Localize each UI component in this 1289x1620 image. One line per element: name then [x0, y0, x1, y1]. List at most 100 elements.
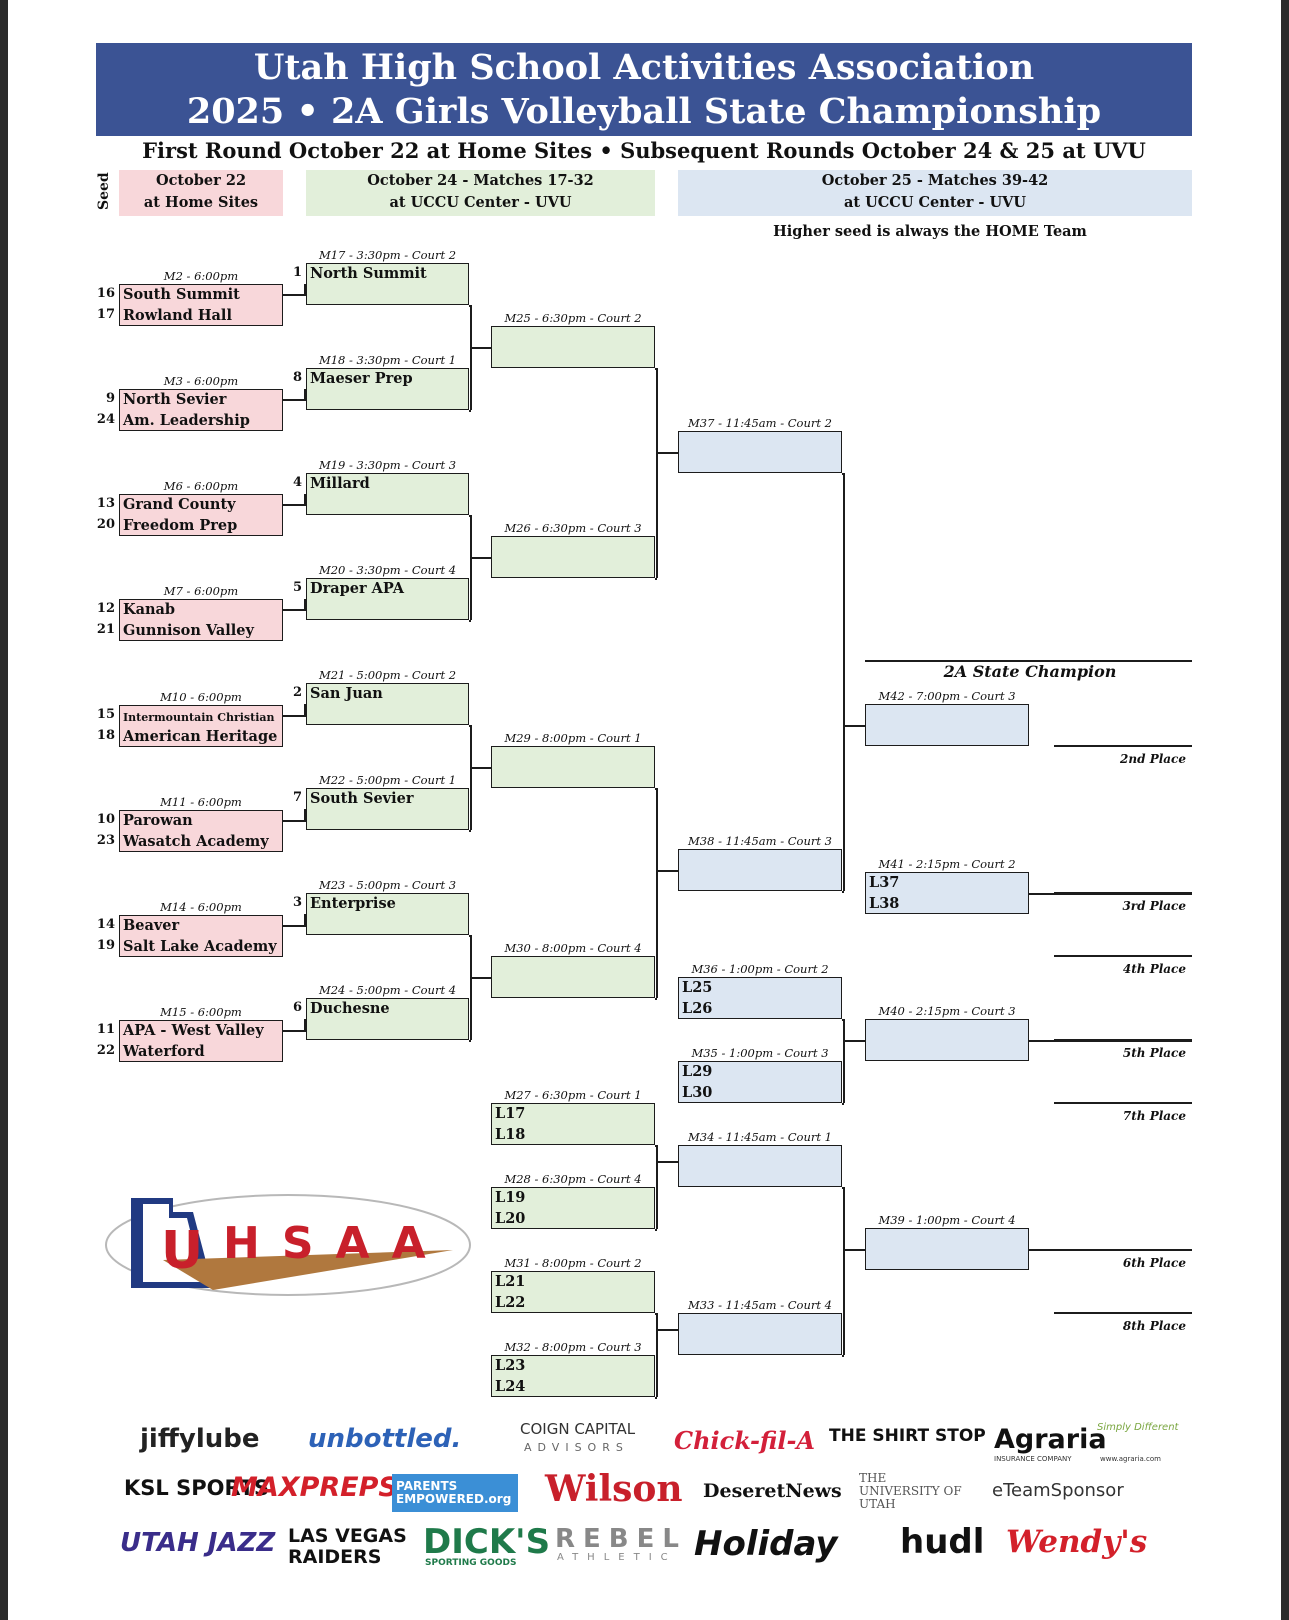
place-line [1054, 1102, 1192, 1104]
second-round-match: San Juan [306, 683, 469, 725]
match-label: M23 - 5:00pm - Court 3 [318, 878, 457, 892]
connector-line [283, 820, 306, 822]
match-label: M34 - 11:45am - Court 1 [688, 1130, 832, 1144]
team-name: L22 [495, 1294, 526, 1311]
connector-line [469, 410, 471, 412]
team-seed: 4 [292, 475, 302, 490]
match-label: M30 - 8:00pm - Court 4 [504, 941, 642, 955]
connector-line [304, 389, 306, 399]
chickfila-logo: Chick-fil-A [674, 1426, 816, 1455]
connector-line [656, 452, 678, 454]
place-label: 6th Place [1122, 1256, 1186, 1270]
agraria-tagline: Simply Different [1097, 1422, 1179, 1433]
match-label: M33 - 11:45am - Court 4 [688, 1298, 832, 1312]
connector-line [469, 830, 471, 832]
university-of-utah-logo: THE UNIVERSITY OF UTAH [859, 1471, 962, 1511]
connector-line [470, 767, 491, 769]
champion-label: 2A State Champion [943, 662, 1117, 681]
match-label: M3 - 6:00pm [163, 374, 239, 388]
place-line [1054, 955, 1192, 957]
team-name: American Heritage [123, 728, 278, 745]
place-label: 7th Place [1122, 1109, 1186, 1123]
connector-line [469, 620, 471, 622]
place-line [1054, 892, 1192, 894]
team-seed: 3 [292, 895, 302, 910]
final-match [865, 1228, 1029, 1270]
connector-line [283, 294, 306, 296]
logo-letters: HSAA [223, 1218, 448, 1269]
round2-venue: at UCCU Center - UVU [389, 194, 572, 211]
connector-line [656, 1313, 658, 1397]
second-round-match: Draper APA [306, 578, 469, 620]
round1-date: October 22 [155, 172, 247, 189]
consolation-match [678, 1145, 842, 1187]
team-name: L24 [495, 1378, 526, 1395]
dicks-logo: DICK'S [423, 1522, 551, 1562]
team-name: L21 [495, 1273, 526, 1290]
team-seed: 15 [96, 707, 115, 722]
match-label: M31 - 8:00pm - Court 2 [504, 1256, 642, 1270]
hudl-logo: hudl [900, 1522, 985, 1562]
team-seed: 6 [292, 1000, 302, 1015]
agraria-logo: Agraria [994, 1424, 1107, 1455]
second-round-match: Millard [306, 473, 469, 515]
team-seed: 22 [96, 1043, 115, 1058]
maxpreps-logo: MAXPREPS [231, 1472, 398, 1503]
team-seed: 1 [292, 265, 302, 280]
seed-column-label: Seed [96, 172, 112, 210]
champion-line [865, 660, 1192, 662]
parents-empowered-logo: PARENTS EMPOWERED.org [392, 1474, 518, 1512]
connector-line [656, 1329, 678, 1331]
team-seed: 17 [96, 307, 115, 322]
utah-jazz-logo: UTAH JAZZ [120, 1528, 276, 1558]
place-label: 3rd Place [1122, 899, 1186, 913]
connector-line [842, 1103, 844, 1105]
connector-line [843, 1187, 845, 1355]
match-label: M17 - 3:30pm - Court 2 [318, 248, 457, 262]
team-seed: 9 [105, 391, 115, 406]
match-label: M15 - 6:00pm [160, 1005, 242, 1019]
dicks-subtitle: SPORTING GOODS [425, 1558, 517, 1568]
round1-header: October 22 at Home Sites [119, 170, 283, 216]
match-label: M40 - 2:15pm - Court 3 [878, 1004, 1016, 1018]
raiders-logo: LAS VEGAS RAIDERS [288, 1525, 407, 1568]
team-name: Millard [310, 475, 370, 492]
match-label: M18 - 3:30pm - Court 1 [318, 353, 457, 367]
rebel-logo: REBEL [555, 1524, 687, 1554]
connector-line [843, 1019, 845, 1103]
match-label: M35 - 1:00pm - Court 3 [691, 1046, 829, 1060]
connector-line [283, 504, 306, 506]
svg-text:U: U [161, 1221, 203, 1281]
match-label: M2 - 6:00pm [163, 269, 239, 283]
jiffylube-logo: jiffylube [140, 1424, 260, 1454]
header-banner: Utah High School Activities Association … [96, 43, 1192, 136]
team-name: Gunnison Valley [123, 622, 254, 639]
rebel-subtitle: ATHLETIC [557, 1552, 677, 1563]
match-label: M28 - 6:30pm - Court 4 [504, 1172, 642, 1186]
round1-venue: at Home Sites [143, 194, 259, 211]
team-name: L38 [869, 895, 900, 912]
connector-line [304, 809, 306, 820]
ksl-sports-logo: KSL SPORTS [124, 1476, 270, 1500]
wilson-logo: Wilson [545, 1468, 683, 1510]
connector-line [656, 1145, 658, 1229]
match-label: M37 - 11:45am - Court 2 [688, 416, 832, 430]
home-team-note: Higher seed is always the HOME Team [773, 223, 1087, 240]
match-label: M42 - 7:00pm - Court 3 [878, 689, 1016, 703]
team-name: APA - West Valley [123, 1022, 264, 1039]
team-name: L30 [682, 1084, 713, 1101]
match-label: M10 - 6:00pm [160, 690, 242, 704]
place-line [1054, 745, 1192, 747]
team-name: Am. Leadership [123, 412, 250, 429]
match-label: M38 - 11:45am - Court 3 [688, 834, 832, 848]
second-round-match: Enterprise [306, 893, 469, 935]
connector-line [304, 1019, 306, 1030]
second-round-match: South Sevier [306, 788, 469, 830]
consolation-match [678, 1313, 842, 1355]
